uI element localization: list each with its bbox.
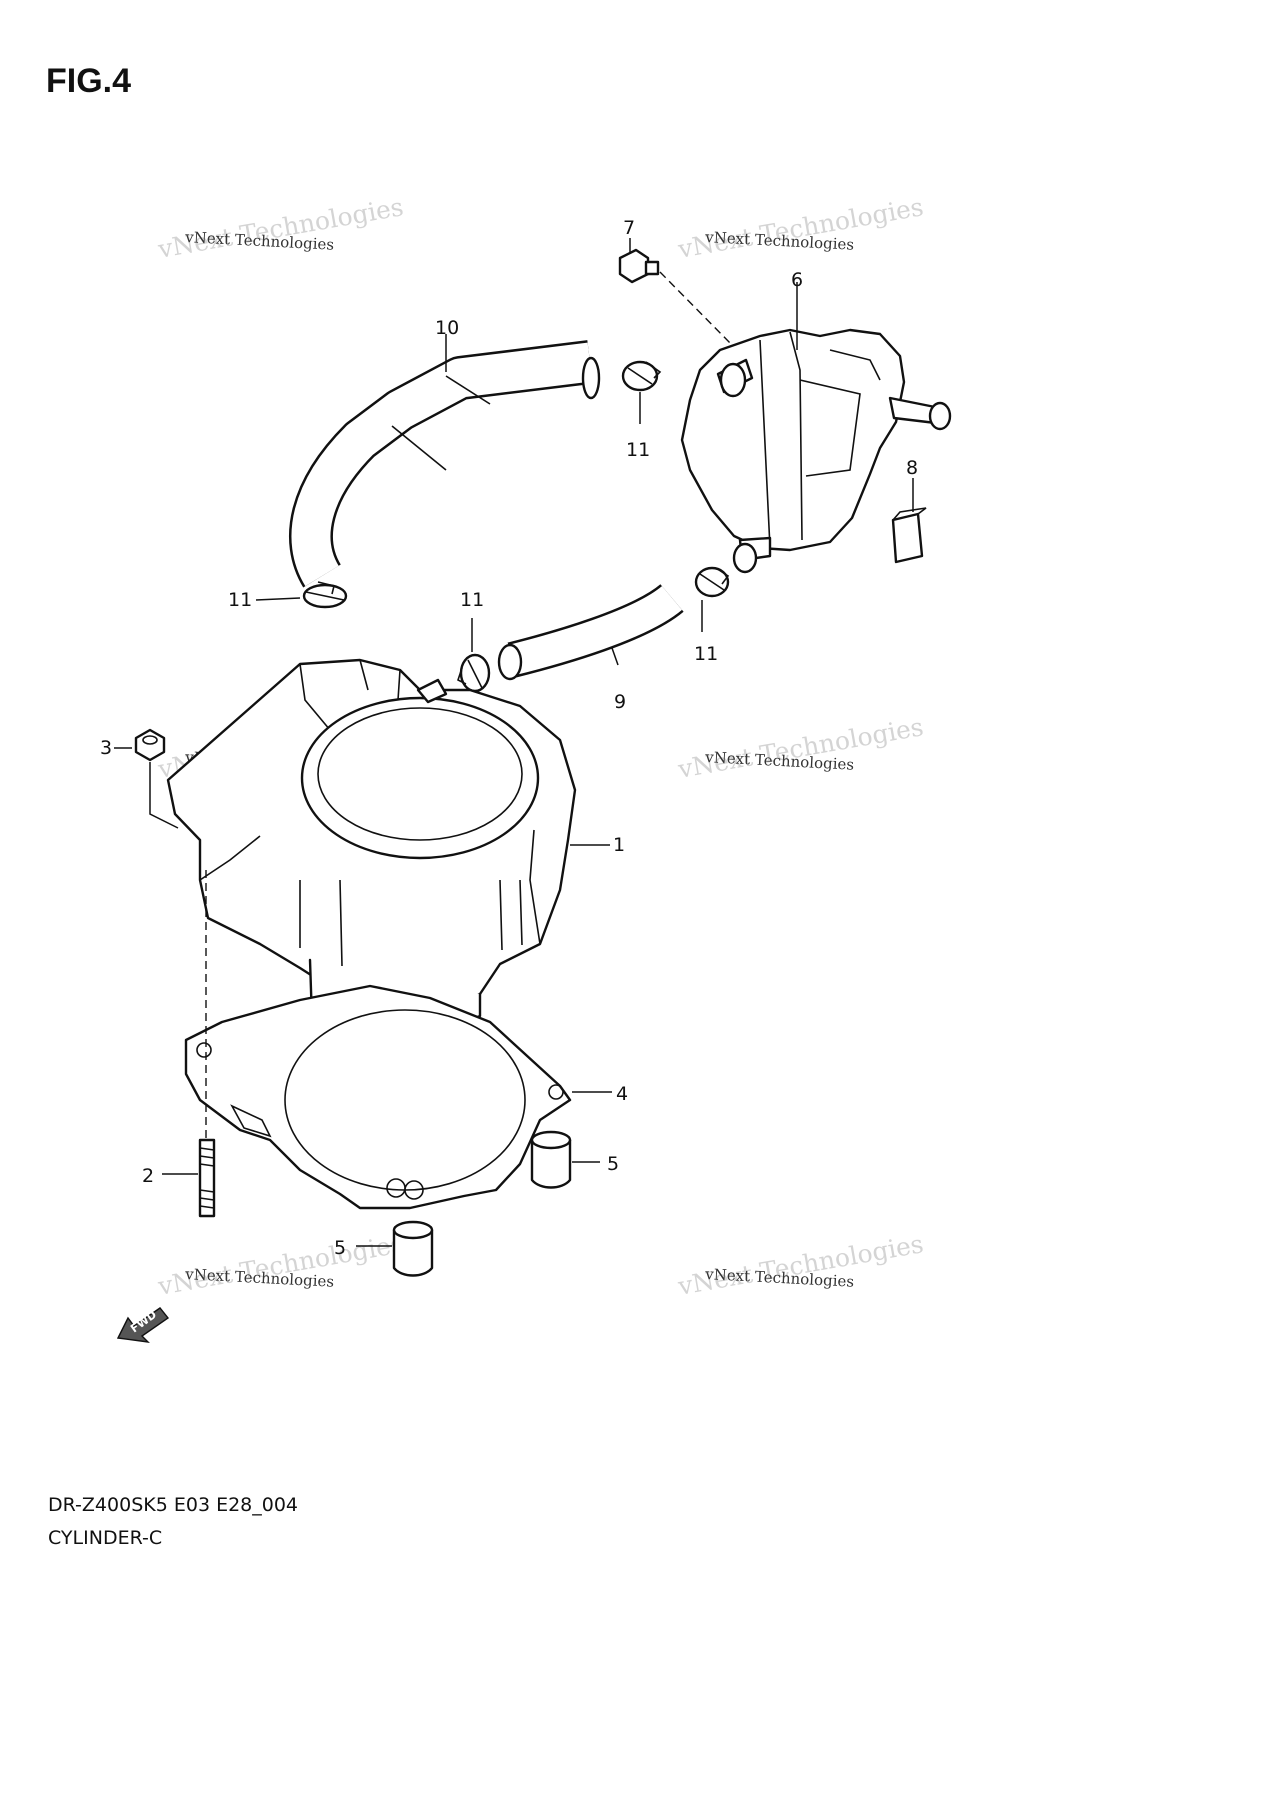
- watermark-top-left: vNext Technologies vNext Technologies: [155, 192, 406, 264]
- model-code: DR-Z400SK5 E03 E28_004: [48, 1494, 299, 1516]
- bolt: [618, 248, 660, 284]
- callout-11-middle: 11: [460, 589, 484, 611]
- callout-5-bottom: 5: [334, 1237, 346, 1259]
- callout-11-right: 11: [694, 643, 718, 665]
- hose-upper: [289, 340, 601, 588]
- hose-clamp-right: [694, 566, 730, 598]
- watermark-bottom-left: vNext Technologies vNext Technologies: [155, 1229, 406, 1301]
- watermark-mid-right: vNext Technologies vNext Technologies: [675, 712, 926, 784]
- callout-7: 7: [623, 217, 635, 239]
- dowel-pin-bottom: [392, 1220, 434, 1277]
- watermark-top-right: vNext Technologies vNext Technologies: [675, 192, 926, 264]
- figure-title: FIG.4: [46, 62, 132, 100]
- stud-bolt: [198, 1138, 216, 1218]
- callout-labels: 7 6 10 11 8 11 11 11 9 3 1 4 2 5 5: [100, 217, 918, 1259]
- hose-clamp-left: [302, 581, 348, 609]
- hose-clamp-middle: [457, 653, 491, 693]
- callout-8: 8: [906, 457, 918, 479]
- callout-4: 4: [616, 1083, 628, 1105]
- nut: [134, 728, 166, 762]
- cylinder: [166, 658, 577, 1038]
- callout-9: 9: [614, 691, 626, 713]
- callout-1: 1: [613, 834, 625, 856]
- watermark-bottom-right: vNext Technologies vNext Technologies: [675, 1229, 926, 1301]
- callout-3: 3: [100, 737, 112, 759]
- bolt-guide-line: [659, 271, 736, 349]
- dowel-pin-right: [530, 1130, 572, 1189]
- callout-5-right: 5: [607, 1153, 619, 1175]
- figure-caption: CYLINDER-C: [48, 1527, 163, 1549]
- reservoir-housing: [680, 328, 952, 574]
- callout-11-top: 11: [626, 439, 650, 461]
- cylinder-base-gasket: [184, 984, 572, 1210]
- hose-clamp-top: [621, 360, 662, 392]
- leader-lines: [114, 238, 914, 1247]
- callout-2: 2: [142, 1165, 154, 1187]
- callout-11-left: 11: [228, 589, 252, 611]
- rubber-block: [891, 507, 927, 564]
- nut-leader: [149, 762, 179, 829]
- callout-10: 10: [435, 317, 459, 339]
- fwd-arrow-icon: FWD: [116, 1307, 170, 1343]
- callout-6: 6: [791, 269, 803, 291]
- hose-lower: [497, 583, 684, 681]
